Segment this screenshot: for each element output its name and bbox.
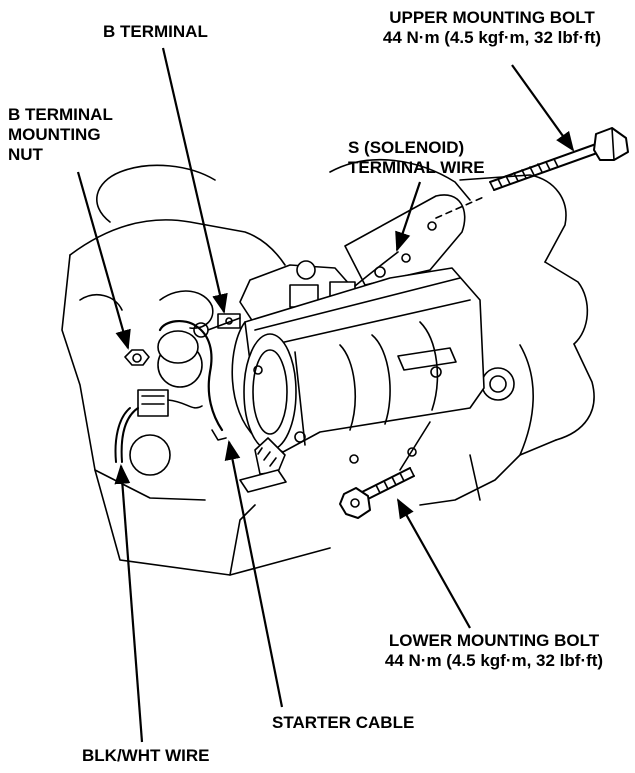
lower-mounting-bolt (339, 421, 431, 519)
starter-cable (157, 320, 227, 441)
leader-blk-wht-wire (114, 464, 144, 743)
label-line: UPPER MOUNTING BOLT (389, 8, 595, 27)
label-line: MOUNTING (8, 125, 101, 144)
b-terminal-nut-hex (124, 349, 150, 366)
label-line: 44 N·m (4.5 kgf·m, 32 lbf·ft) (384, 651, 604, 670)
label-lower-mounting-bolt: LOWER MOUNTING BOLT 44 N·m (4.5 kgf·m, 3… (358, 631, 630, 671)
label-starter-cable: STARTER CABLE (272, 713, 415, 732)
label-line: 44 N·m (4.5 kgf·m, 32 lbf·ft) (382, 28, 602, 47)
upper-mounting-bolt (435, 127, 629, 219)
blk-wht-connector (114, 389, 203, 463)
label-b-terminal-mounting-nut: B TERMINAL MOUNTING NUT (8, 105, 113, 165)
label-upper-mounting-bolt: UPPER MOUNTING BOLT 44 N·m (4.5 kgf·m, 3… (357, 8, 627, 48)
b-terminal-parts (124, 313, 241, 366)
leader-s-terminal (395, 181, 422, 252)
leader-upper-bolt (511, 64, 575, 152)
label-line: NUT (8, 145, 43, 164)
label-line: B TERMINAL (8, 105, 113, 124)
label-line: LOWER MOUNTING BOLT (388, 631, 600, 650)
label-line: TERMINAL WIRE (348, 158, 485, 177)
leader-lower-bolt (397, 498, 471, 629)
leader-b-terminal (161, 47, 228, 314)
label-s-solenoid-terminal-wire: S (SOLENOID) TERMINAL WIRE (348, 138, 485, 178)
label-blk-wht-wire: BLK/WHT WIRE (82, 746, 210, 765)
pinion-gear (239, 437, 287, 493)
label-b-terminal: B TERMINAL (103, 22, 208, 41)
leader-starter-cable (224, 440, 284, 708)
leader-b-terminal-nut (76, 171, 131, 350)
label-line: S (SOLENOID) (348, 138, 465, 157)
